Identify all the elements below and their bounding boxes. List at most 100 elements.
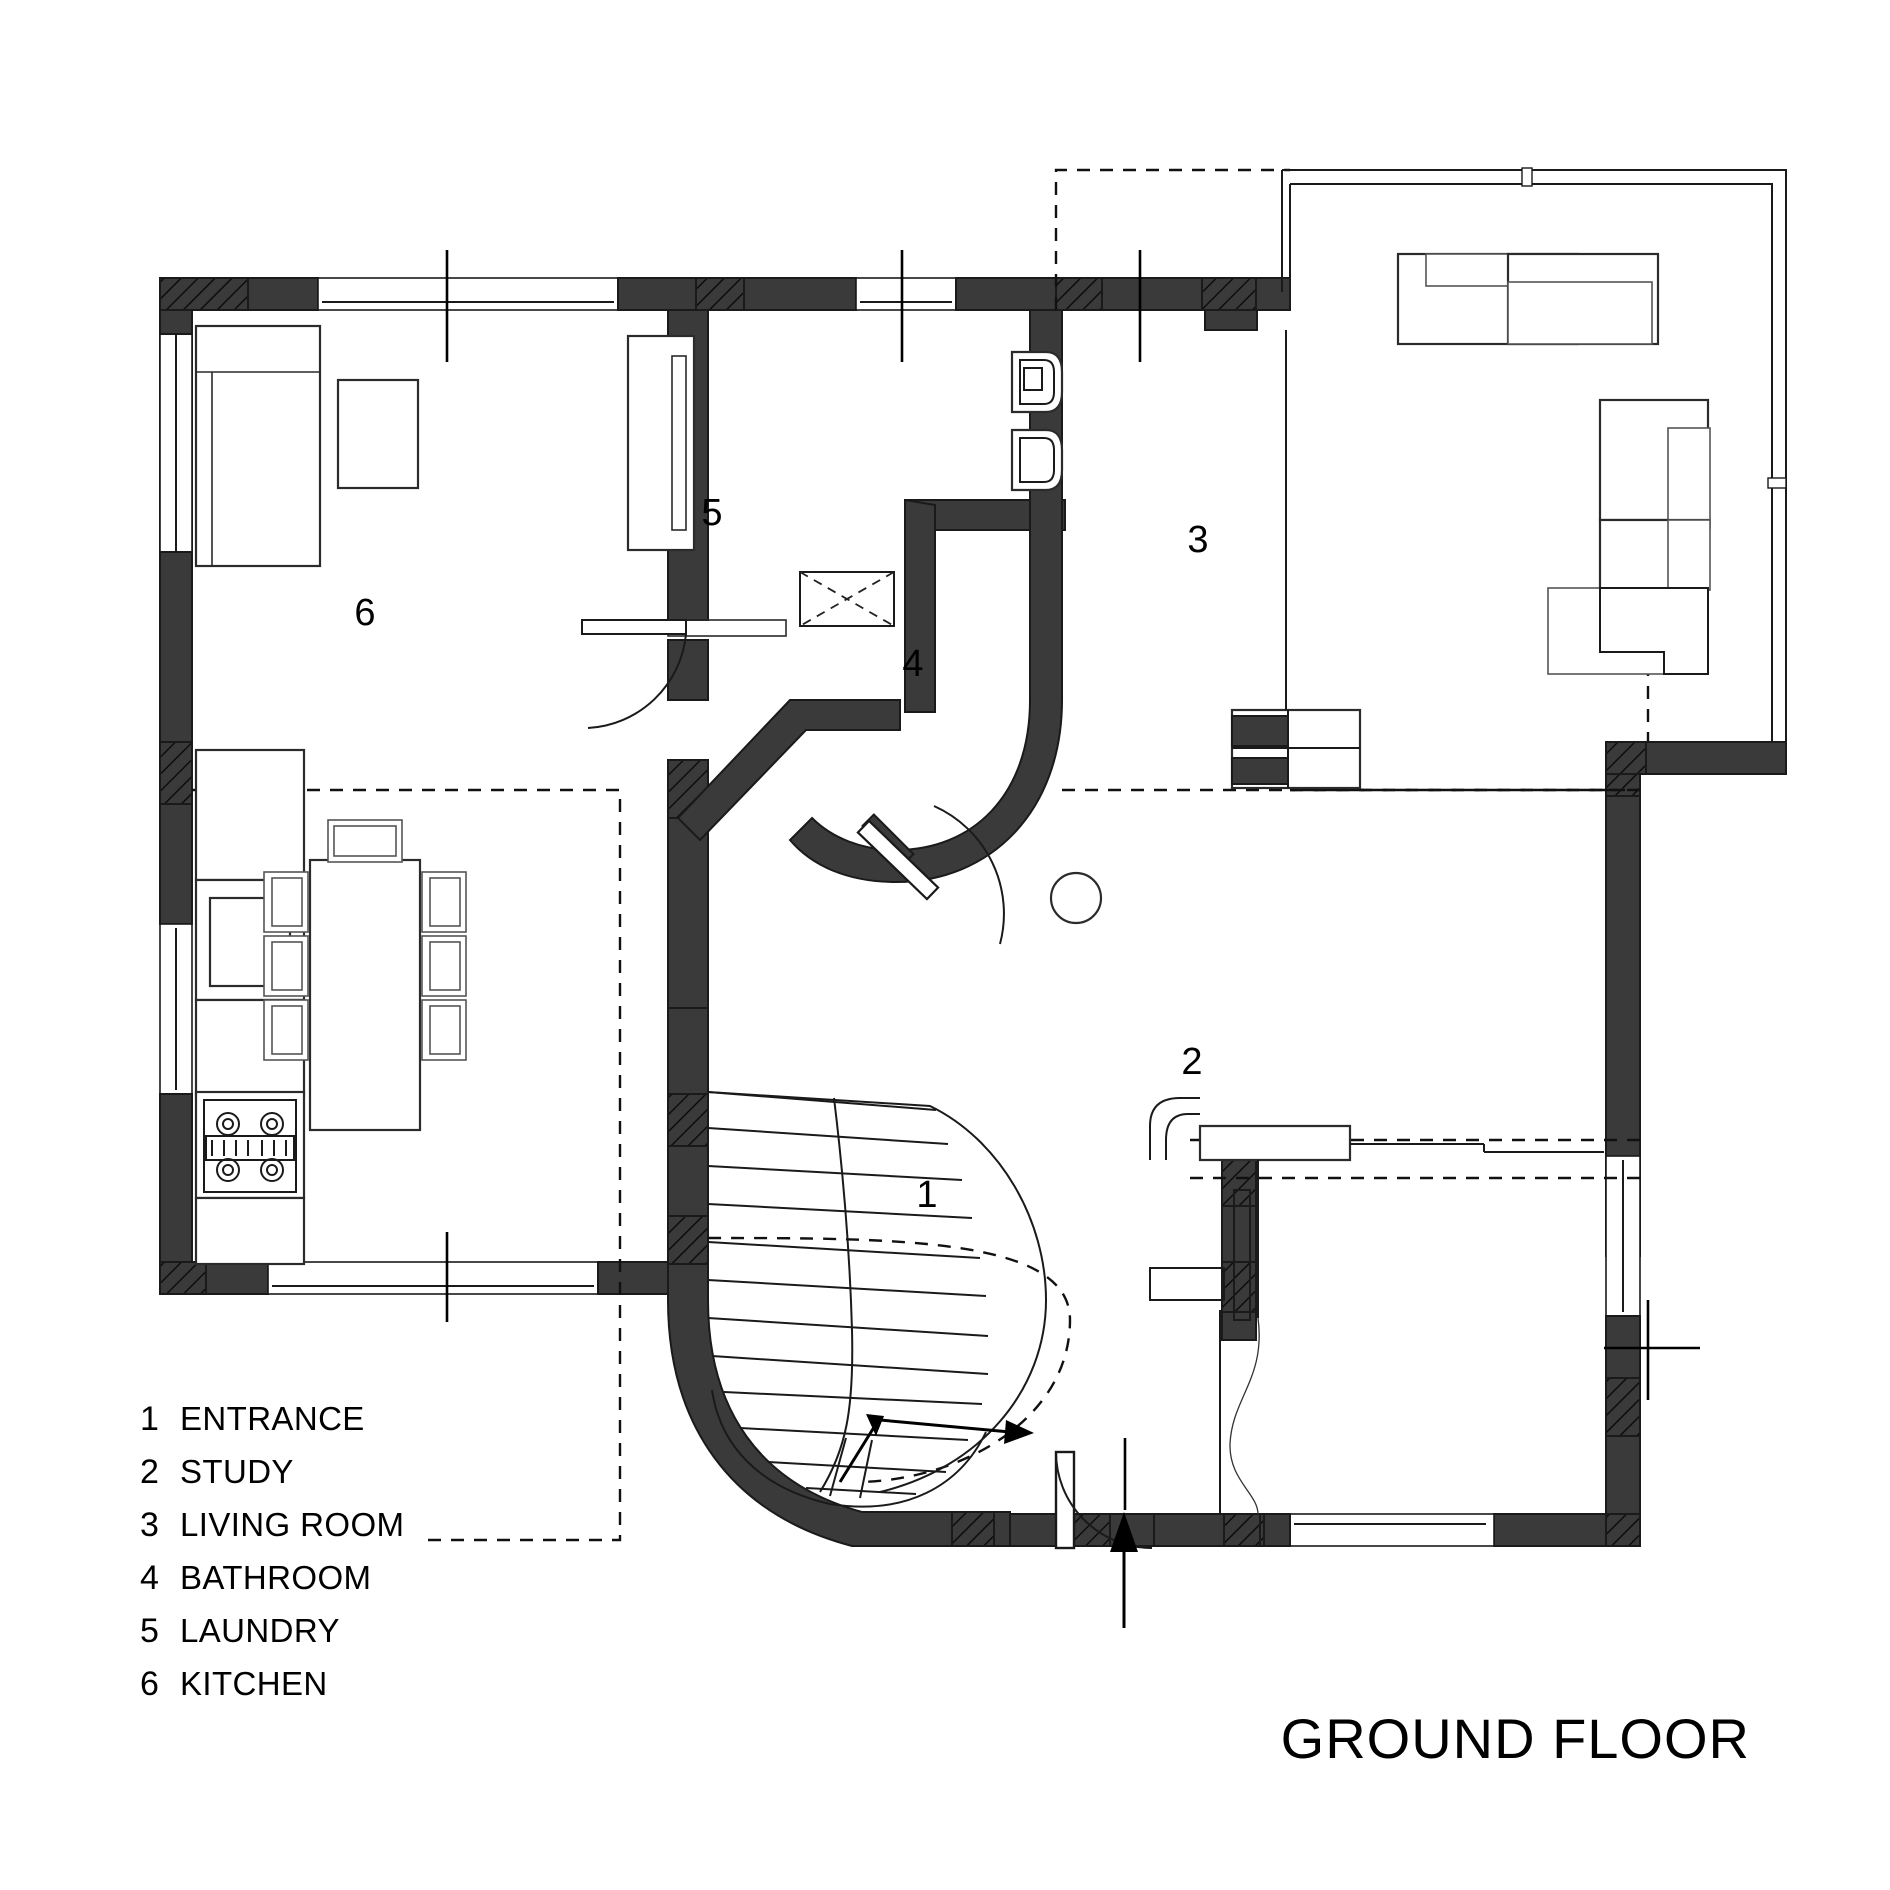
kitchen-stove xyxy=(194,1090,306,1200)
stair-treads-winder xyxy=(723,1391,983,1499)
stair-treads-straight xyxy=(707,1091,989,1375)
entry-arrow-head xyxy=(1110,1512,1138,1552)
stair-bottom-curve xyxy=(711,1389,987,1508)
study-door-leaf xyxy=(1233,1189,1251,1321)
stove-burner-core xyxy=(222,1118,234,1130)
dining-table xyxy=(308,858,422,1132)
angled-wall-laundry xyxy=(676,699,901,842)
wall-segment xyxy=(1255,277,1291,311)
dining-chair-seat-lines xyxy=(271,825,461,1055)
legend-item-3: 3 LIVING ROOM xyxy=(140,1506,660,1559)
wall-segment-hatched xyxy=(1223,1513,1261,1547)
legend-item-4: 4 BATHROOM xyxy=(140,1559,660,1612)
bathroom-door-leaf xyxy=(856,819,940,901)
legend-number: 2 xyxy=(140,1453,160,1491)
mullion xyxy=(1767,477,1787,489)
sofa-east-arm xyxy=(1667,427,1711,529)
sofa-north-seat xyxy=(1507,281,1653,345)
stove-burner-core xyxy=(266,1118,278,1130)
laundry-door-leaf xyxy=(581,619,687,635)
room-number-1: 1 xyxy=(916,1174,937,1216)
kitchen-counter-lower xyxy=(194,748,306,882)
study-curved-partition-inner xyxy=(1165,1113,1200,1160)
sheet-title: GROUND FLOOR xyxy=(1280,1707,1750,1770)
wall-segment-hatched xyxy=(1605,741,1647,775)
wall-segment-hatched xyxy=(667,1215,709,1265)
stair-walking-line xyxy=(819,1097,854,1493)
wall-segment xyxy=(159,309,193,335)
legend-number: 3 xyxy=(140,1506,160,1544)
wall-segment xyxy=(1493,1513,1607,1547)
toilet-inner xyxy=(1019,359,1055,405)
sofa-east-arm xyxy=(1667,519,1711,591)
stair-direction-arrow xyxy=(838,1414,1034,1483)
kitchen-furniture xyxy=(194,324,467,1266)
study-low-cabinet xyxy=(1149,1267,1225,1301)
wall-segment-west xyxy=(159,551,193,743)
wall-segment xyxy=(1149,1513,1225,1547)
living-room-furniture xyxy=(1230,252,1711,790)
legend-label: BATHROOM xyxy=(180,1559,372,1596)
wall-assembly xyxy=(159,277,1641,1547)
interior-wall-study xyxy=(1221,1311,1257,1341)
staircase xyxy=(707,1091,1048,1508)
living-room-glazing xyxy=(1281,167,1787,775)
laundry-niche xyxy=(799,571,895,627)
study-shelf xyxy=(1198,1124,1352,1162)
room-number-labels: 6 5 4 3 2 1 xyxy=(354,492,1208,1216)
kitchen-counter-upper xyxy=(194,324,322,568)
wall-segment-hatched xyxy=(667,1093,709,1147)
room-number-6: 6 xyxy=(354,592,375,634)
wall-segment-hatched xyxy=(951,1511,995,1547)
wall-segment xyxy=(597,1261,669,1295)
study-curved-furniture-edge xyxy=(1229,1317,1260,1515)
wall-segment-hatched xyxy=(159,741,193,805)
room-number-4: 4 xyxy=(902,643,923,685)
kitchen-cabinet xyxy=(194,1196,306,1266)
wall-segment xyxy=(617,277,697,311)
wall-segment xyxy=(1639,741,1787,775)
axis-grid-ticks xyxy=(445,250,1700,1510)
sofa-east-corner xyxy=(1599,587,1709,675)
legend-label: KITCHEN xyxy=(180,1665,328,1702)
wall-segment-hatched xyxy=(1605,1513,1641,1547)
study-furniture xyxy=(1149,1097,1604,1515)
laundry-cabinet-edge xyxy=(671,355,687,531)
legend-label: LAUNDRY xyxy=(180,1612,340,1649)
kitchen-prep-block xyxy=(336,378,420,490)
legend-number: 6 xyxy=(140,1665,160,1703)
overhead-outline-kitchen xyxy=(192,788,622,1542)
laundry-furniture xyxy=(581,334,895,729)
room-number-3: 3 xyxy=(1187,519,1208,561)
niche-diagonal xyxy=(799,571,895,627)
wall-segment-west xyxy=(159,1093,193,1295)
glazing-outer-line xyxy=(1282,169,1787,742)
room-number-5: 5 xyxy=(701,492,722,534)
interior-wall-laundry xyxy=(667,639,709,701)
stove-burner-core xyxy=(222,1164,234,1176)
legend: 1 ENTRANCE 2 STUDY 3 LIVING ROOM 4 BATHR… xyxy=(140,1400,660,1718)
legend-label: LIVING ROOM xyxy=(180,1506,405,1543)
overhead-outline-living-top xyxy=(1054,168,1290,310)
legend-item-2: 2 STUDY xyxy=(140,1453,660,1506)
bathroom-door-swing xyxy=(933,805,1005,945)
bidet-fixture xyxy=(1010,428,1064,492)
legend-item-1: 1 ENTRANCE xyxy=(140,1400,660,1453)
wall-segment-hatched xyxy=(1055,277,1103,311)
legend-item-6: 6 KITCHEN xyxy=(140,1665,660,1718)
wall-segment-hatched xyxy=(695,277,745,311)
legend-number: 4 xyxy=(140,1559,160,1597)
window-opening-south-study xyxy=(1289,1513,1495,1547)
interior-wall-laundry xyxy=(667,817,709,1009)
wall-segment-hatched xyxy=(1201,277,1257,311)
laundry-door-swing xyxy=(587,633,687,729)
laundry-cabinet xyxy=(626,334,696,552)
wall-segment-hatched xyxy=(1069,1513,1111,1547)
wall-segment-hatched xyxy=(159,277,249,311)
wall-segment-west xyxy=(159,803,193,925)
study-curved-partition xyxy=(1149,1097,1200,1160)
stove-grate xyxy=(205,1135,295,1161)
legend-number: 1 xyxy=(140,1400,160,1438)
media-console-block xyxy=(1231,757,1289,785)
